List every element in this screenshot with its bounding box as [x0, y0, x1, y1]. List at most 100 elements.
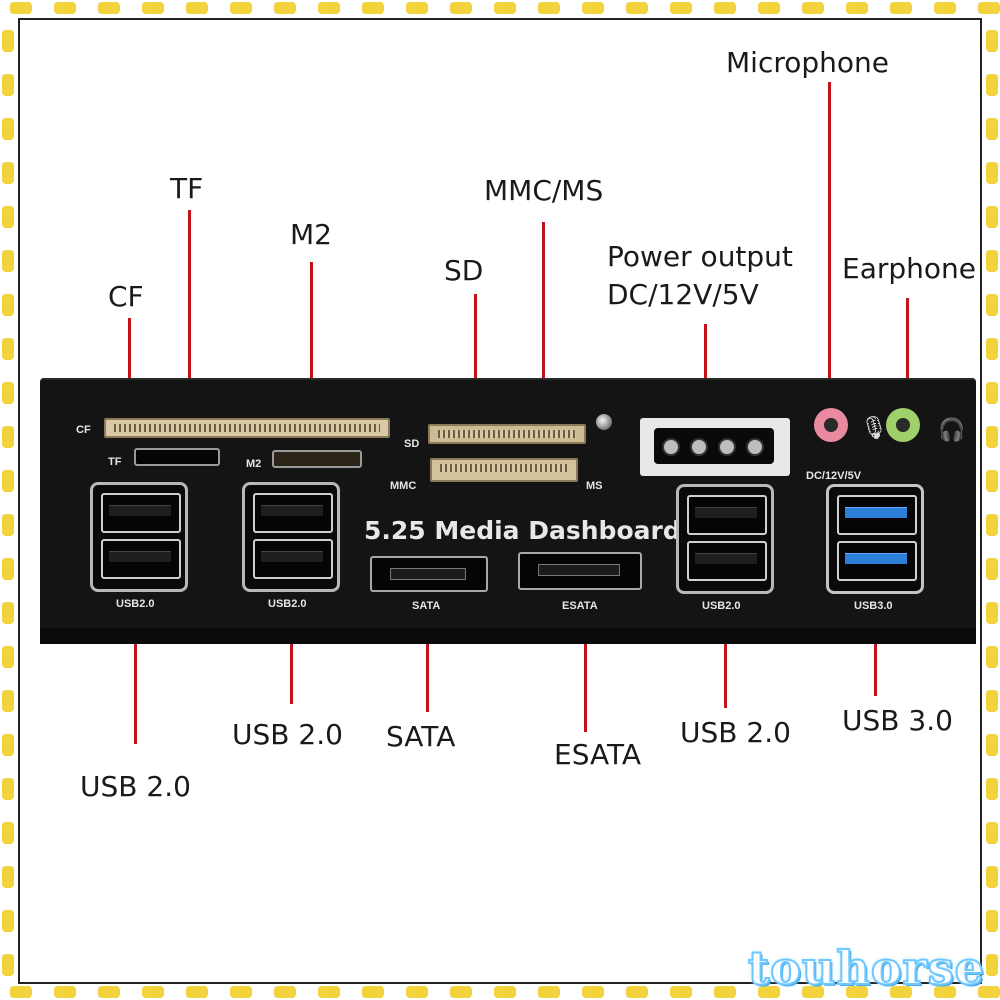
border-dash: [2, 822, 14, 844]
usb30-port-stack: [826, 484, 924, 594]
border-dash: [362, 2, 384, 14]
callout-sd: SD: [444, 254, 484, 287]
border-dash: [2, 382, 14, 404]
border-dash: [318, 986, 340, 998]
watermark-logo: touhorse: [747, 941, 985, 995]
leader-line-sd: [474, 294, 477, 430]
tf-card-slot[interactable]: [134, 448, 220, 466]
border-dash: [978, 2, 1000, 14]
border-dash: [2, 162, 14, 184]
border-dash: [2, 602, 14, 624]
border-dash: [362, 986, 384, 998]
leader-line-cf: [128, 318, 131, 422]
callout-m2: M2: [290, 218, 332, 251]
border-dash: [2, 690, 14, 712]
border-dash: [934, 986, 956, 998]
border-dash: [2, 30, 14, 52]
power-output-connector[interactable]: [640, 418, 790, 476]
earphone-jack[interactable]: [886, 408, 920, 442]
panel-label-cf: CF: [76, 424, 91, 436]
leader-line-esata: [584, 596, 587, 732]
border-dash: [2, 910, 14, 932]
border-dash: [2, 294, 14, 316]
border-dash: [986, 690, 998, 712]
usb20-port[interactable]: [687, 541, 767, 581]
border-dash: [846, 2, 868, 14]
border-dash: [986, 118, 998, 140]
usb20-port[interactable]: [253, 493, 333, 533]
headphone-icon: 🎧: [938, 418, 966, 443]
border-dash: [2, 954, 14, 976]
sata-port[interactable]: [370, 556, 488, 592]
leader-line-usb20-right: [724, 600, 727, 708]
m2-card-slot[interactable]: [272, 450, 362, 468]
border-dash: [318, 2, 340, 14]
border-dash: [986, 822, 998, 844]
border-dash: [626, 986, 648, 998]
border-dash: [2, 558, 14, 580]
border-dash: [2, 470, 14, 492]
panel-label-sd: SD: [404, 438, 420, 450]
cf-card-slot[interactable]: [104, 418, 390, 438]
usb30-port[interactable]: [837, 495, 917, 535]
border-dash: [274, 986, 296, 998]
leader-line-mmc-ms: [542, 222, 545, 468]
border-dash: [986, 30, 998, 52]
callout-cf: CF: [108, 280, 144, 313]
leader-line-m2: [310, 262, 313, 458]
border-dash: [186, 2, 208, 14]
panel-label-mmc: MMC: [390, 480, 417, 492]
usb20-port[interactable]: [253, 539, 333, 579]
panel-label-dc: DC/12V/5V: [806, 470, 862, 482]
border-dash: [538, 986, 560, 998]
microphone-jack[interactable]: [814, 408, 848, 442]
border-dash: [2, 74, 14, 96]
esata-port[interactable]: [518, 552, 642, 590]
border-dash: [758, 986, 780, 998]
sd-card-slot[interactable]: [428, 424, 586, 444]
border-dash: [2, 338, 14, 360]
leader-line-earphone: [906, 298, 909, 402]
border-dash: [274, 2, 296, 14]
border-dash: [406, 2, 428, 14]
usb20-port[interactable]: [101, 493, 181, 533]
activity-led: [596, 414, 612, 430]
mmc-ms-card-slot[interactable]: [430, 458, 578, 482]
border-dash: [986, 338, 998, 360]
leader-line-microphone: [828, 82, 831, 402]
border-dash: [98, 986, 120, 998]
border-dash: [986, 470, 998, 492]
border-dash: [98, 2, 120, 14]
usb20-port-stack-right: [676, 484, 774, 594]
border-dash: [186, 986, 208, 998]
border-dash: [986, 206, 998, 228]
callout-tf: TF: [170, 172, 204, 205]
border-dash: [846, 986, 868, 998]
usb30-port[interactable]: [837, 541, 917, 581]
border-dash: [2, 646, 14, 668]
border-dash: [2, 866, 14, 888]
panel-label-ms: MS: [586, 480, 603, 492]
panel-label-tf: TF: [108, 456, 122, 468]
border-dash: [986, 294, 998, 316]
border-dash: [54, 986, 76, 998]
panel-bottom-edge: [40, 628, 976, 644]
panel-label-usb3: USB3.0: [854, 600, 893, 612]
usb20-port[interactable]: [101, 539, 181, 579]
callout-usb20-second: USB 2.0: [232, 718, 343, 751]
border-dash: [758, 2, 780, 14]
panel-label-sata: SATA: [412, 600, 441, 612]
border-dash: [934, 2, 956, 14]
leader-line-usb20-second: [290, 600, 293, 704]
panel-title: 5.25 Media Dashboard: [364, 516, 681, 545]
border-dash: [986, 910, 998, 932]
leader-line-tf: [188, 210, 191, 456]
border-dash: [986, 778, 998, 800]
border-dash: [978, 986, 1000, 998]
callout-usb30: USB 3.0: [842, 704, 953, 737]
border-dash: [54, 2, 76, 14]
usb20-port[interactable]: [687, 495, 767, 535]
callout-esata: ESATA: [554, 738, 642, 771]
leader-line-usb20-left: [134, 600, 137, 744]
panel-label-usb-second: USB2.0: [268, 598, 307, 610]
